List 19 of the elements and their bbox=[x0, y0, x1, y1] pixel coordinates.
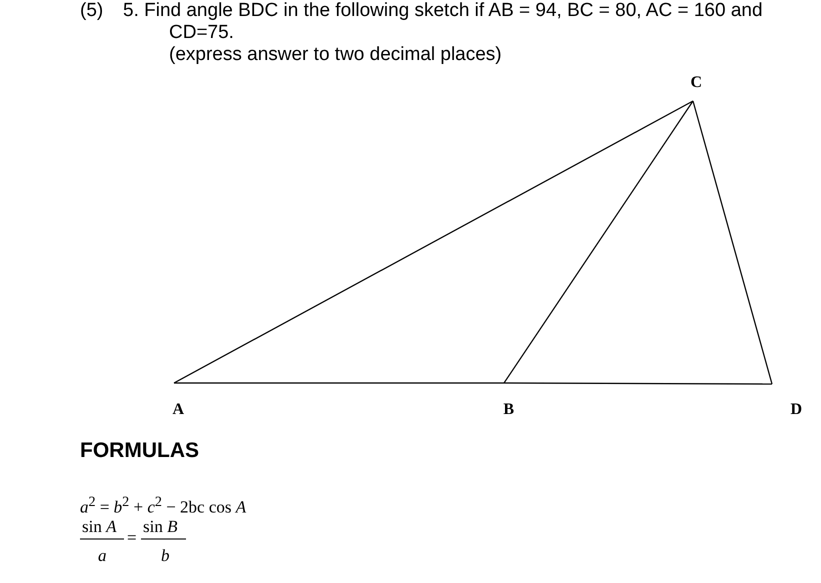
triangle-side bbox=[692, 100, 773, 384]
question-number: (5) bbox=[80, 0, 104, 22]
instruction-text: (express answer to two decimal places) bbox=[169, 44, 502, 66]
vertex-label: A bbox=[164, 383, 184, 419]
triangle-side bbox=[174, 382, 504, 384]
formula-term: = bbox=[127, 528, 137, 548]
vertex-label: D bbox=[772, 384, 802, 419]
triangle-side bbox=[174, 100, 694, 384]
formula: a$^{2}$ = b$^{2}$ + c$^{2}$ − 2bc cos A bbox=[80, 493, 246, 518]
formula-term: a bbox=[98, 546, 106, 566]
section-heading: FORMULAS bbox=[80, 440, 199, 462]
triangle-side bbox=[504, 382, 772, 385]
formula-term: sin B bbox=[143, 517, 178, 537]
formula-term: sin A bbox=[82, 517, 116, 537]
vertex-label: C bbox=[680, 74, 702, 101]
question-text: 5. Find angle BDC in the following sketch if AB = 94, BC = 80, AC = 160 and CD=75. bbox=[123, 0, 764, 44]
triangle-side bbox=[504, 100, 694, 384]
formula-term: b bbox=[161, 546, 170, 566]
vertex-label: B bbox=[492, 383, 514, 419]
